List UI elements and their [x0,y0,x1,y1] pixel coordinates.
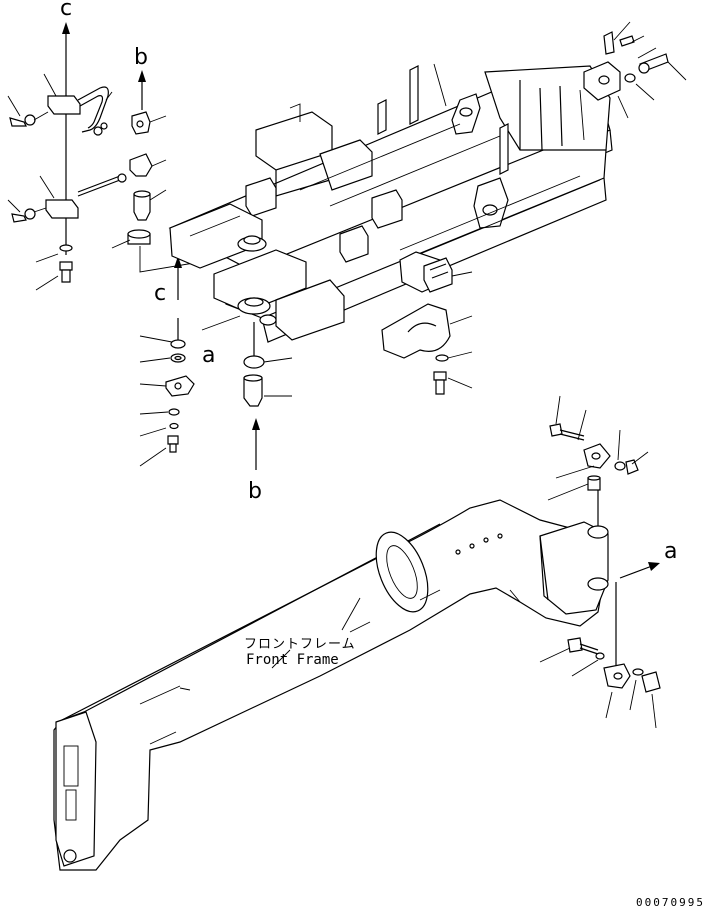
pin-fitting-stack: b [111,45,201,273]
drawing-code: 00070995 [636,896,705,909]
label-a-left: a [202,343,215,368]
front-frame-label-jp: フロントフレーム [244,637,356,652]
top-right-parts [583,21,687,119]
label-b-bottom: b [248,479,262,504]
label-c-mid: c [154,281,166,306]
axle-mount-upper-hardware [547,395,649,528]
axle-mount-lower-hardware [539,582,661,729]
arrow-a-right: a [619,539,677,579]
label-b-top: b [134,45,148,70]
rear-frame [168,63,613,343]
b-bottom-stack: b [243,322,293,504]
grease-tube-assembly: c [7,0,127,291]
label-c-top: c [60,0,72,21]
a-left-stack: a [139,315,241,467]
arrow-c-mid: c [154,256,182,306]
front-frame: フロントフレーム Front Frame [53,499,609,871]
front-frame-label-en: Front Frame [246,652,339,668]
right-clamp-parts [381,257,473,395]
label-a-right: a [664,539,677,564]
